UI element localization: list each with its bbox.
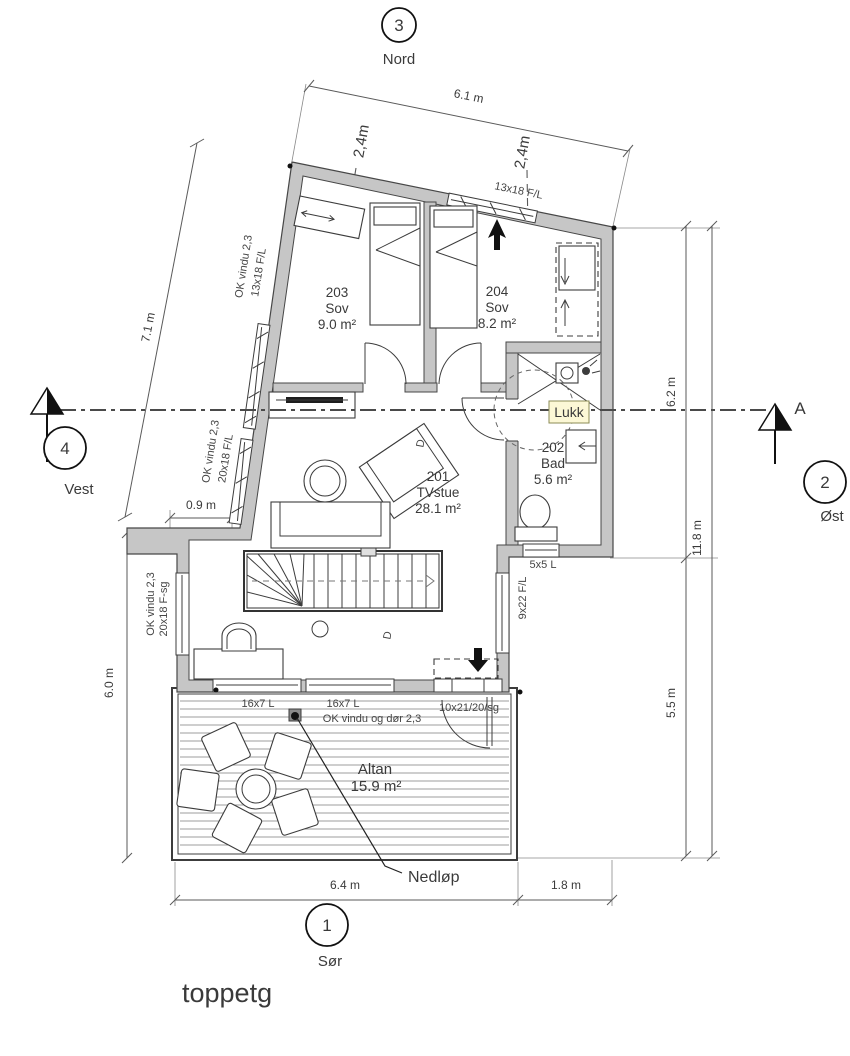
section-marker-east: A (757, 399, 806, 464)
lukk-box (548, 400, 590, 424)
compass-south-label: Sør (318, 953, 342, 970)
windows (175, 192, 560, 693)
compass-east-number: 2 (820, 473, 829, 492)
dim-height-2: 2,4m (511, 134, 534, 170)
floor-lamp (311, 620, 329, 638)
armchair (358, 422, 460, 520)
landing-zone (433, 648, 499, 679)
door-balcony (441, 697, 493, 749)
room-204-area: 8.2 m² (478, 316, 517, 331)
window-label-bath: 5x5 L (530, 559, 557, 571)
dim-west-step: 0.9 m (186, 498, 216, 512)
room-202-number: 202 (542, 440, 565, 455)
window-north (446, 192, 538, 224)
compass-west-label: Vest (64, 481, 94, 498)
window-label-west-mid-2: 20x18 F/L (216, 433, 236, 483)
window-labels: OK vindu 2,3 13x18 F/L OK vindu 2,3 20x1… (145, 180, 556, 725)
section-letter: A (794, 399, 806, 418)
dim-height-1: 2,4m (350, 123, 373, 159)
coffee-table (303, 459, 347, 503)
notes: Lukk Nedløp D D (381, 400, 590, 886)
dimension-labels: 6.1 m 7.1 m 0.9 m 6.0 m 6.2 m 5.5 m 11.8… (102, 86, 704, 892)
dim-east-total: 11.8 m (690, 520, 704, 556)
room-202-name: Bad (541, 456, 565, 471)
door-203 (364, 342, 407, 385)
nedlop-label: Nedløp (408, 869, 460, 886)
window-east-lower (495, 572, 510, 654)
dim-east-lower: 5.5 m (664, 688, 678, 718)
dim-north: 6.1 m (453, 86, 485, 106)
drain-label-1: D (414, 438, 427, 448)
door-south (433, 678, 503, 693)
plan-title: toppetg (182, 978, 272, 1008)
drain-label-2: D (381, 630, 394, 640)
compass-north-number: 3 (394, 16, 403, 35)
window-label-west-upper-2: 13x18 F/L (249, 247, 269, 297)
window-label-south-b: 16x7 L (326, 698, 359, 710)
compass-north: 3 Nord (381, 7, 417, 68)
door-bath (461, 397, 505, 441)
balcony-table (235, 768, 277, 810)
room-203-name: Sov (325, 301, 349, 316)
balcony-chairs (176, 722, 319, 854)
room-203-number: 203 (326, 285, 349, 300)
room-204-number: 204 (486, 284, 509, 299)
corner-dots (213, 163, 617, 695)
dim-west-lower: 6.0 m (102, 668, 116, 698)
dim-east-upper: 6.2 m (664, 377, 678, 407)
room-201-number: 201 (427, 469, 450, 484)
window-bath (522, 543, 560, 558)
room-202-area: 5.6 m² (534, 472, 573, 487)
compass-east: 2 Øst (803, 460, 847, 525)
sofa (270, 501, 391, 549)
window-label-south-a: 16x7 L (241, 698, 274, 710)
door-label-south: 10x21/20/sg (439, 702, 499, 714)
room-201-area: 28.1 m² (415, 501, 461, 516)
window-label-east: 9x22 F/L (517, 577, 529, 620)
downpipe-marker (288, 708, 403, 874)
window-label-north: 13x18 F/L (493, 180, 543, 202)
door-204 (438, 342, 482, 385)
furniture (176, 195, 601, 874)
stairs (243, 542, 443, 612)
window-note-south: OK vindu og dør 2,3 (323, 713, 421, 725)
balcony-area: 15.9 m² (351, 778, 402, 795)
compass-south-number: 1 (322, 916, 331, 935)
compass-north-label: Nord (383, 51, 416, 68)
entry-arrow-204 (488, 219, 506, 250)
window-south-b (305, 678, 395, 693)
wardrobe-203 (293, 195, 366, 240)
balcony-name: Altan (358, 761, 392, 778)
room-201-name: TVstue (417, 485, 460, 500)
room-203-area: 9.0 m² (318, 317, 357, 332)
compass-south: 1 Sør (305, 903, 349, 970)
window-south-a (212, 678, 302, 693)
bed-203 (369, 202, 421, 326)
dim-south-main: 6.4 m (330, 878, 360, 892)
compass-west-number: 4 (60, 439, 69, 458)
dim-south-balcony: 1.8 m (551, 878, 581, 892)
room-204-name: Sov (485, 300, 509, 315)
section-line-a: A (29, 386, 806, 464)
lukk-label: Lukk (554, 404, 585, 420)
window-west-mid (228, 438, 254, 525)
window-label-west-lower-1: OK vindu 2,3 (145, 572, 157, 636)
sideboard-tv (268, 391, 356, 419)
bed-204 (429, 205, 478, 329)
compass-west: 4 Vest (43, 426, 94, 498)
room-labels: 203 Sov 9.0 m² 204 Sov 8.2 m² 201 TVstue… (318, 284, 573, 795)
window-west-lower (175, 572, 190, 656)
desk-chair (193, 622, 284, 680)
doors (364, 342, 505, 749)
closet-204 (555, 242, 599, 337)
dim-west-upper: 7.1 m (138, 311, 157, 343)
compass-east-label: Øst (820, 508, 844, 525)
window-label-west-lower-2: 20x18 F-sg (158, 581, 170, 636)
bathroom-fixtures (493, 353, 601, 542)
